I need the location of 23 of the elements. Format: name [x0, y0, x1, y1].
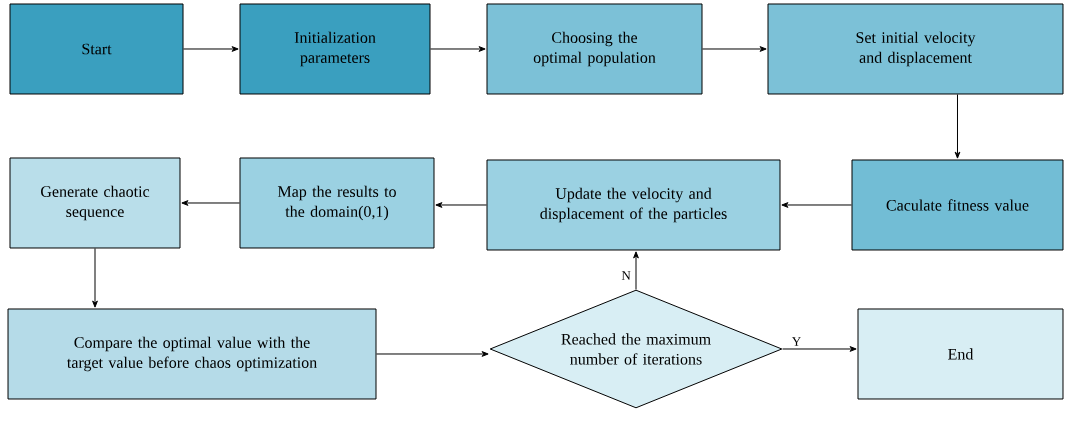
process-box: Set initial velocity and displacement	[767, 3, 1064, 95]
arrow	[782, 346, 857, 352]
edge-label: N	[621, 271, 631, 280]
process-box: Compare the optimal value with the target value before chaos optimization	[7, 308, 377, 400]
process-box: Update the velocity and displacement of the particles	[486, 159, 781, 251]
arrow	[181, 200, 240, 206]
arrow	[183, 46, 239, 52]
arrow	[92, 248, 98, 308]
arrow	[781, 202, 852, 208]
arrow	[954, 94, 961, 159]
process-box: Initialization parameters	[239, 3, 431, 95]
process-box: Generate chaotic sequence	[9, 157, 181, 249]
arrow	[376, 351, 489, 357]
arrow	[435, 202, 487, 208]
process-box: Map the results to the domain(0,1)	[239, 157, 435, 249]
process-box: End	[857, 308, 1064, 400]
process-box: Caculate fitness value	[851, 159, 1064, 251]
arrow	[430, 46, 486, 52]
arrow	[702, 46, 767, 52]
arrow	[633, 251, 639, 290]
edge-label: Y	[791, 337, 801, 346]
process-box: Start	[9, 3, 184, 95]
process-box: Choosing the optimal population	[486, 3, 703, 95]
